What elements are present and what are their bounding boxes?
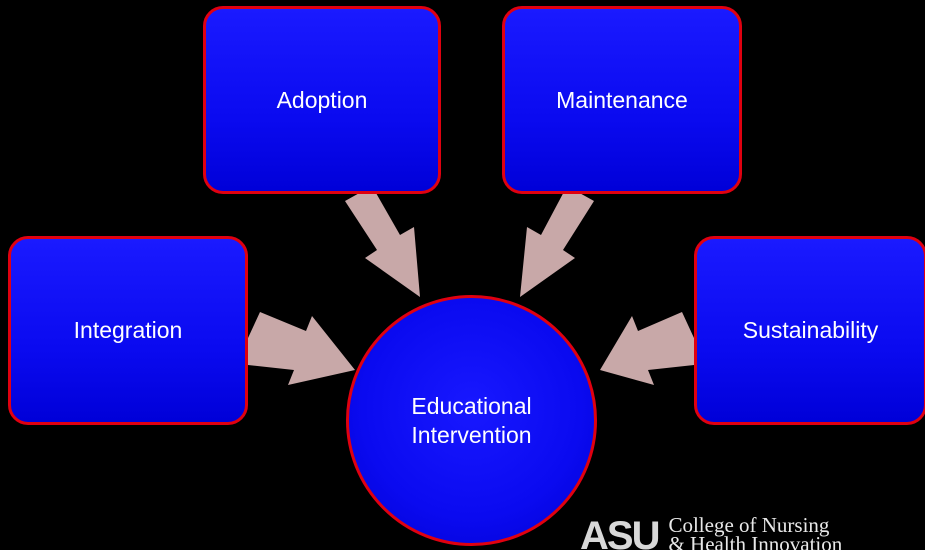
asu-logo: ASU College of Nursing & Health Innovati… bbox=[580, 512, 925, 550]
node-label: Integration bbox=[73, 317, 183, 343]
center-node-educational-intervention: Educational Intervention bbox=[346, 295, 597, 546]
center-label-line2: Intervention bbox=[411, 421, 532, 448]
logo-line-1: College of Nursing bbox=[668, 513, 830, 537]
node-sustainability: Sustainability bbox=[694, 236, 925, 425]
node-adoption: Adoption bbox=[203, 6, 441, 194]
asu-logo-text: College of Nursing & Health Innovation bbox=[668, 513, 843, 550]
node-label: Adoption bbox=[276, 86, 368, 113]
arrow-integration bbox=[248, 312, 355, 385]
node-label: Sustainability bbox=[742, 317, 879, 343]
logo-line-2: & Health Innovation bbox=[668, 532, 843, 550]
asu-logo-mark: ASU bbox=[580, 514, 660, 550]
node-maintenance: Maintenance bbox=[502, 6, 742, 194]
arrow-adoption bbox=[345, 186, 420, 297]
node-label: Maintenance bbox=[556, 86, 688, 113]
node-integration: Integration bbox=[8, 236, 248, 425]
arrow-maintenance bbox=[520, 186, 594, 297]
arrow-sustainability bbox=[600, 312, 694, 385]
center-label-line1: Educational bbox=[411, 392, 532, 419]
